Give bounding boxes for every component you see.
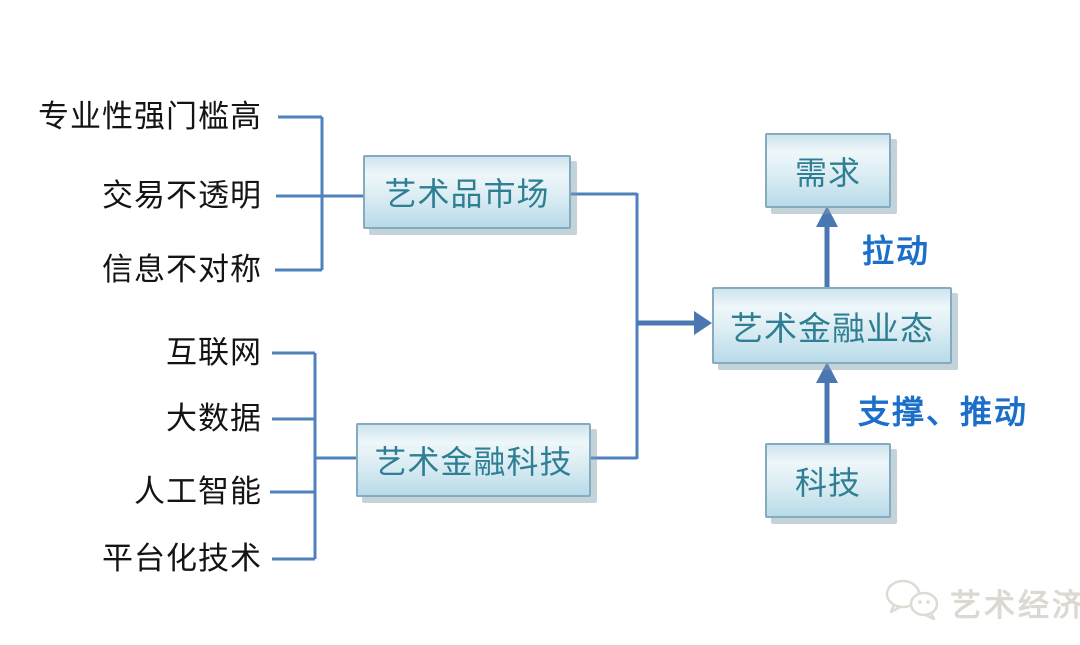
bracket-tech-factors xyxy=(270,351,356,561)
factor-market-1: 专业性强门槛高 xyxy=(38,99,262,134)
connector-merge xyxy=(567,192,639,460)
factor-market-2: 交易不透明 xyxy=(102,178,262,213)
factor-market-3: 信息不对称 xyxy=(102,252,262,287)
edge-label-support-push: 支撑、推动 xyxy=(858,394,1029,430)
box-art-finance-ecosystem: 艺术金融业态 xyxy=(712,287,952,364)
box-art-fintech: 艺术金融科技 xyxy=(356,423,591,497)
arrow-pull-to-demand xyxy=(816,206,838,287)
watermark-text: 艺术经济 xyxy=(950,588,1080,623)
bracket-market-factors xyxy=(275,115,363,272)
wechat-chat-bubbles-icon xyxy=(882,578,944,627)
factor-tech-3: 人工智能 xyxy=(134,474,262,509)
factor-tech-4: 平台化技术 xyxy=(102,541,262,576)
box-art-market: 艺术品市场 xyxy=(363,155,571,229)
edge-label-pull: 拉动 xyxy=(862,233,931,269)
box-technology: 科技 xyxy=(765,443,891,518)
watermark: 艺术经济 xyxy=(882,578,1080,627)
box-demand: 需求 xyxy=(765,133,891,208)
factor-tech-1: 互联网 xyxy=(166,335,262,370)
arrow-support-to-ecosystem xyxy=(816,362,838,443)
arrow-to-ecosystem xyxy=(637,311,712,335)
factor-tech-2: 大数据 xyxy=(166,401,262,436)
